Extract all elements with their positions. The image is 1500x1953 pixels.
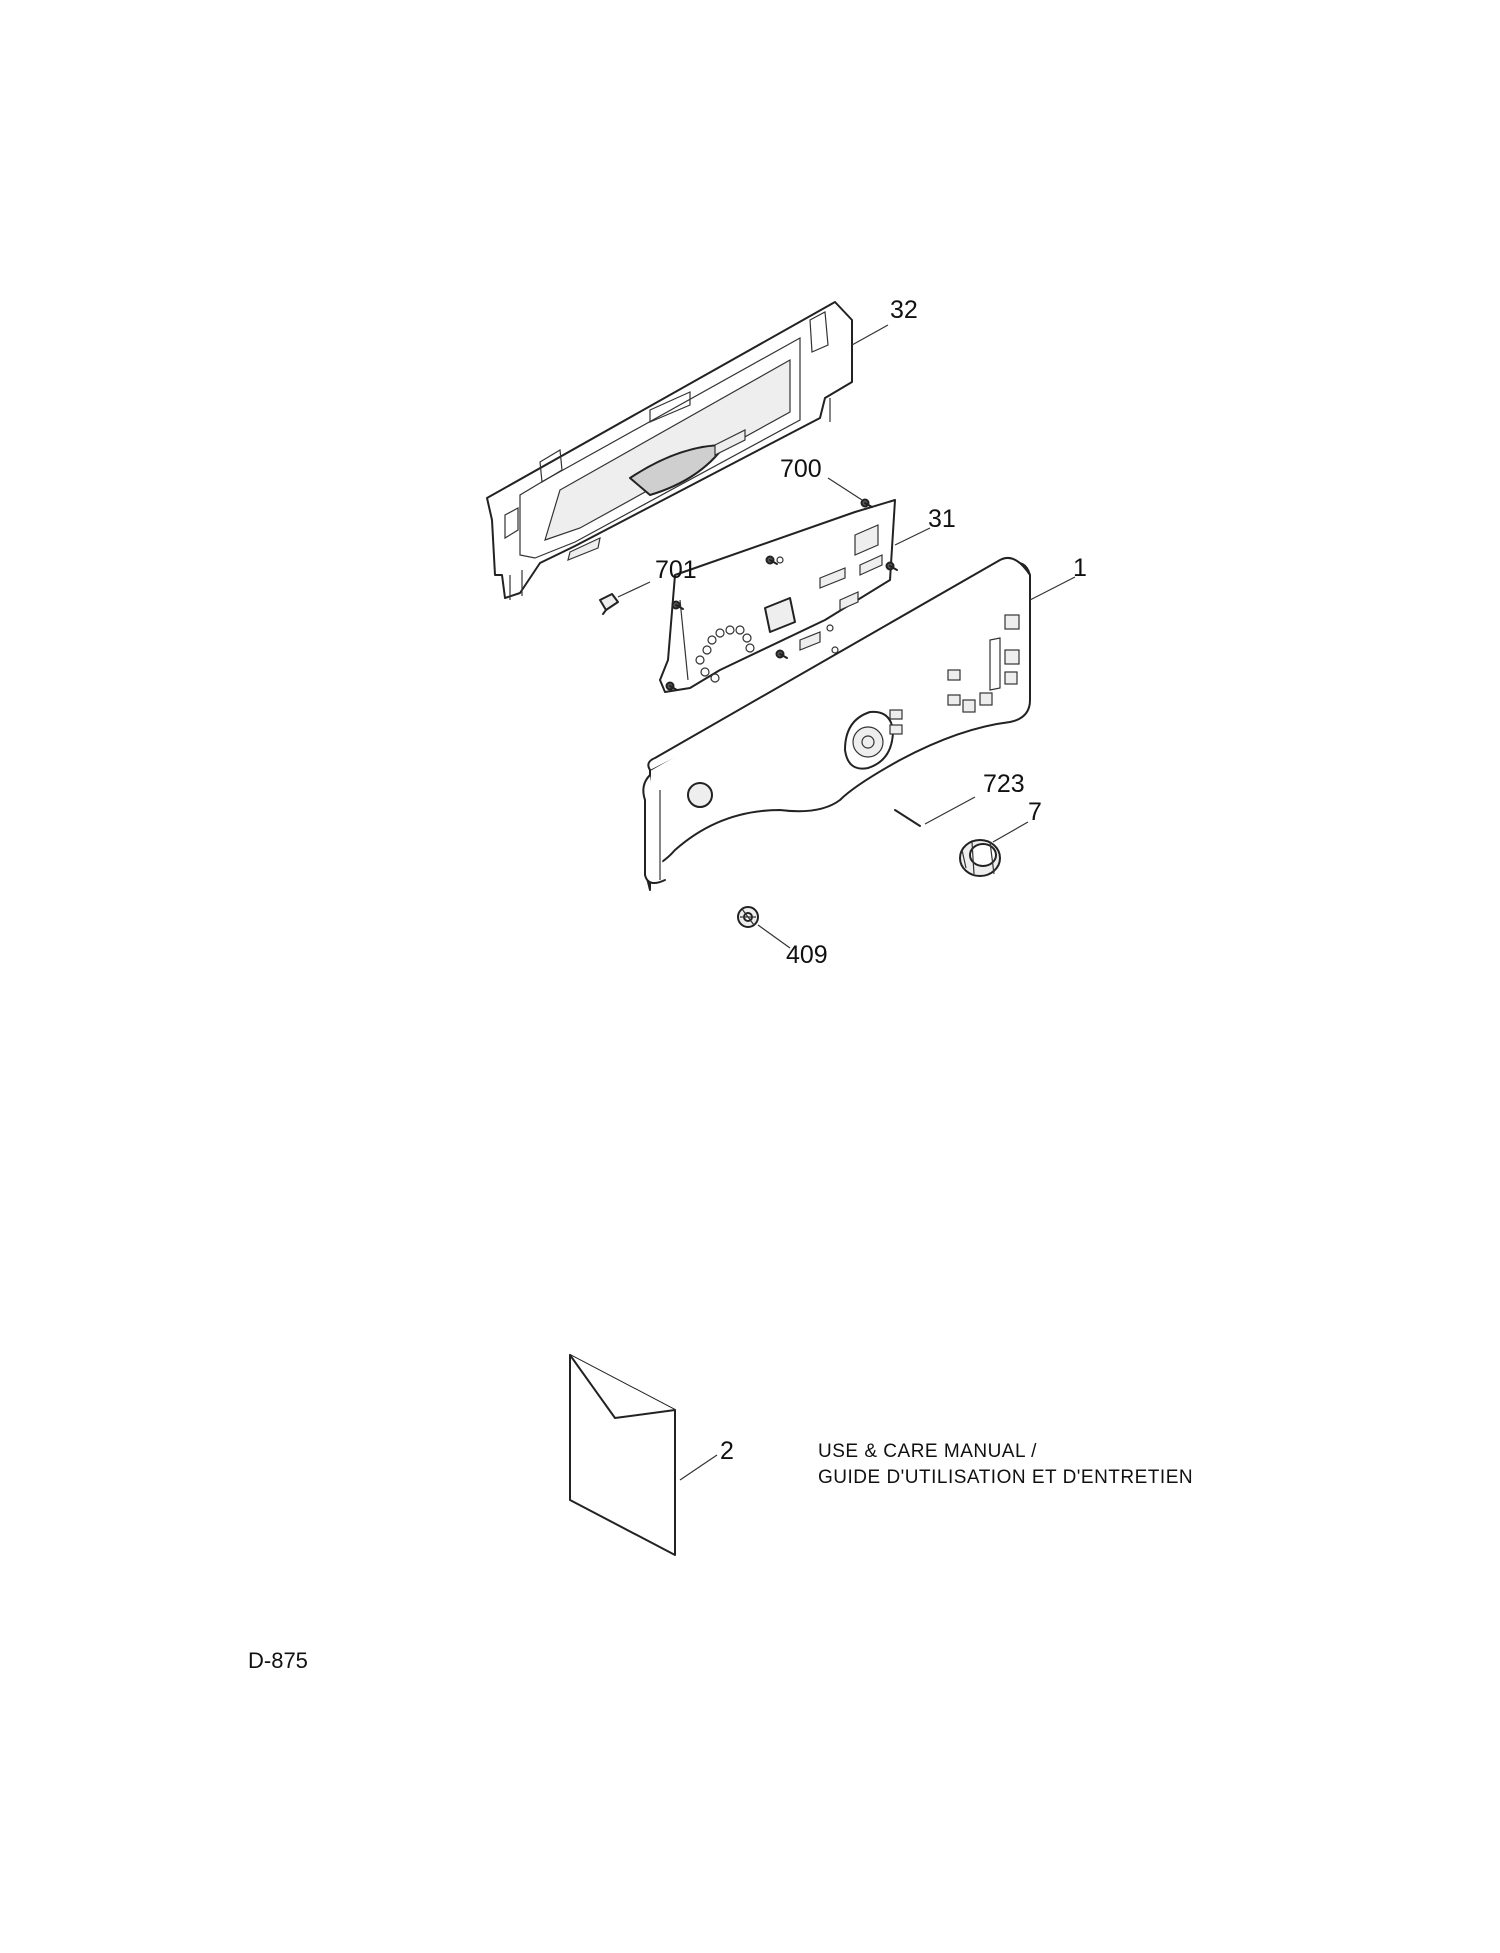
- callout-1: 1: [1073, 554, 1087, 582]
- manual-title-line-1: USE & CARE MANUAL /: [818, 1441, 1037, 1462]
- callout-32: 32: [890, 296, 918, 324]
- knob-part-7: [959, 839, 1001, 877]
- callout-2: 2: [720, 1437, 734, 1465]
- clip-part-701: [599, 593, 619, 615]
- manual-part-2: [569, 1354, 676, 1556]
- control-panel-part-1: [642, 556, 1031, 891]
- screw-part-700: [665, 498, 898, 691]
- bracket-part-32: [486, 301, 853, 600]
- pin-part-723: [894, 809, 921, 827]
- document-code: D-875: [248, 1648, 308, 1673]
- control-board-part-31: [659, 499, 896, 693]
- callout-723: 723: [983, 770, 1025, 798]
- manual-title-line-2: GUIDE D'UTILISATION ET D'ENTRETIEN: [818, 1467, 1193, 1488]
- callout-701: 701: [655, 556, 697, 584]
- washer-part-409: [737, 906, 759, 928]
- leader-lines: [617, 324, 1076, 1481]
- callout-409: 409: [786, 941, 828, 969]
- callout-31: 31: [928, 505, 956, 533]
- callout-7: 7: [1028, 798, 1042, 826]
- callout-700: 700: [780, 455, 822, 483]
